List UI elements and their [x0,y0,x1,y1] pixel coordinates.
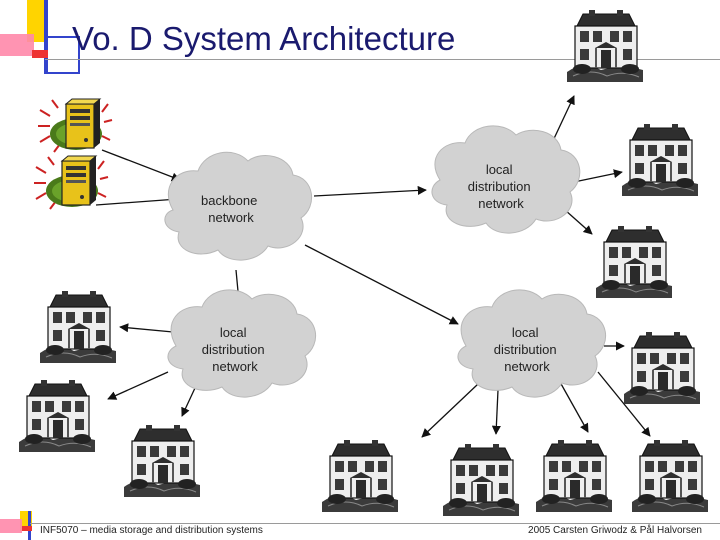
arrow-ldn-top-house3 [564,209,593,235]
cloud-local-distribution-network-top: local distribution network [431,125,581,234]
arrow-backbone-ldn-top [313,185,427,197]
cloud-label-line: local [220,325,247,340]
slide-title: Vo. D System Architecture [72,20,456,57]
cloud-label-line: distribution [494,342,557,357]
cloud-label: backbone network [201,193,261,225]
arrow-ldn-top-house1 [550,95,575,146]
house-icon [321,439,399,513]
arrow-ldn-left-house3 [181,387,196,417]
arrow-ldn-right-house2 [491,389,501,435]
house-icon [631,439,709,513]
house-icon [18,379,96,453]
cloud-label-line: local [512,325,539,340]
house-icon [595,225,673,299]
house-icon [623,331,701,405]
footer-decoration-pink [0,519,22,533]
footer-rule [30,523,720,524]
house-icon [535,439,613,513]
cloud-label-line: distribution [468,179,531,194]
cloud-label: local distribution network [468,162,535,211]
footer-course-title: INF5070 – media storage and distribution… [40,525,263,536]
cloud-label-line: network [478,196,524,211]
cloud-label-line: network [212,359,258,374]
cloud-local-distribution-network-left: local distribution network [167,289,317,398]
arrow-server2-backbone [95,195,179,206]
house-icon [442,443,520,517]
cloud-label: local distribution network [202,325,269,374]
house-icon [621,123,699,197]
title-rule [45,59,720,60]
arrow-ldn-top-house2 [573,169,623,183]
server-icon [33,155,109,210]
title-decoration-red [32,50,48,58]
cloud-label-line: local [486,162,513,177]
arrow-backbone-ldn-right [304,244,459,325]
house-icon [39,290,117,364]
arrow-server1-backbone [101,149,181,182]
cloud-label-line: distribution [202,342,265,357]
arrow-ldn-left-house1 [119,323,174,333]
connection-arrows [95,95,651,438]
house-icon [123,424,201,498]
arrow-ldn-left-house2 [107,371,169,400]
cloud-label-line: network [208,210,254,225]
arrow-ldn-right-house3 [559,381,589,433]
cloud-backbone-network: backbone network [164,151,313,261]
server-icon [37,98,113,153]
house-icon [566,9,644,83]
cloud-label: local distribution network [494,325,561,374]
cloud-label-line: backbone [201,193,257,208]
title-decoration-pink [0,34,34,56]
footer-copyright: 2005 Carsten Griwodz & Pål Halvorsen [528,525,702,536]
title-decoration-yellow [27,0,47,42]
arrow-ldn-right-house1 [421,383,479,438]
cloud-local-distribution-network-right: local distribution network [457,289,607,398]
footer-decoration-blue [28,511,31,540]
footer-decoration-red [22,526,32,531]
cloud-label-line: network [504,359,550,374]
